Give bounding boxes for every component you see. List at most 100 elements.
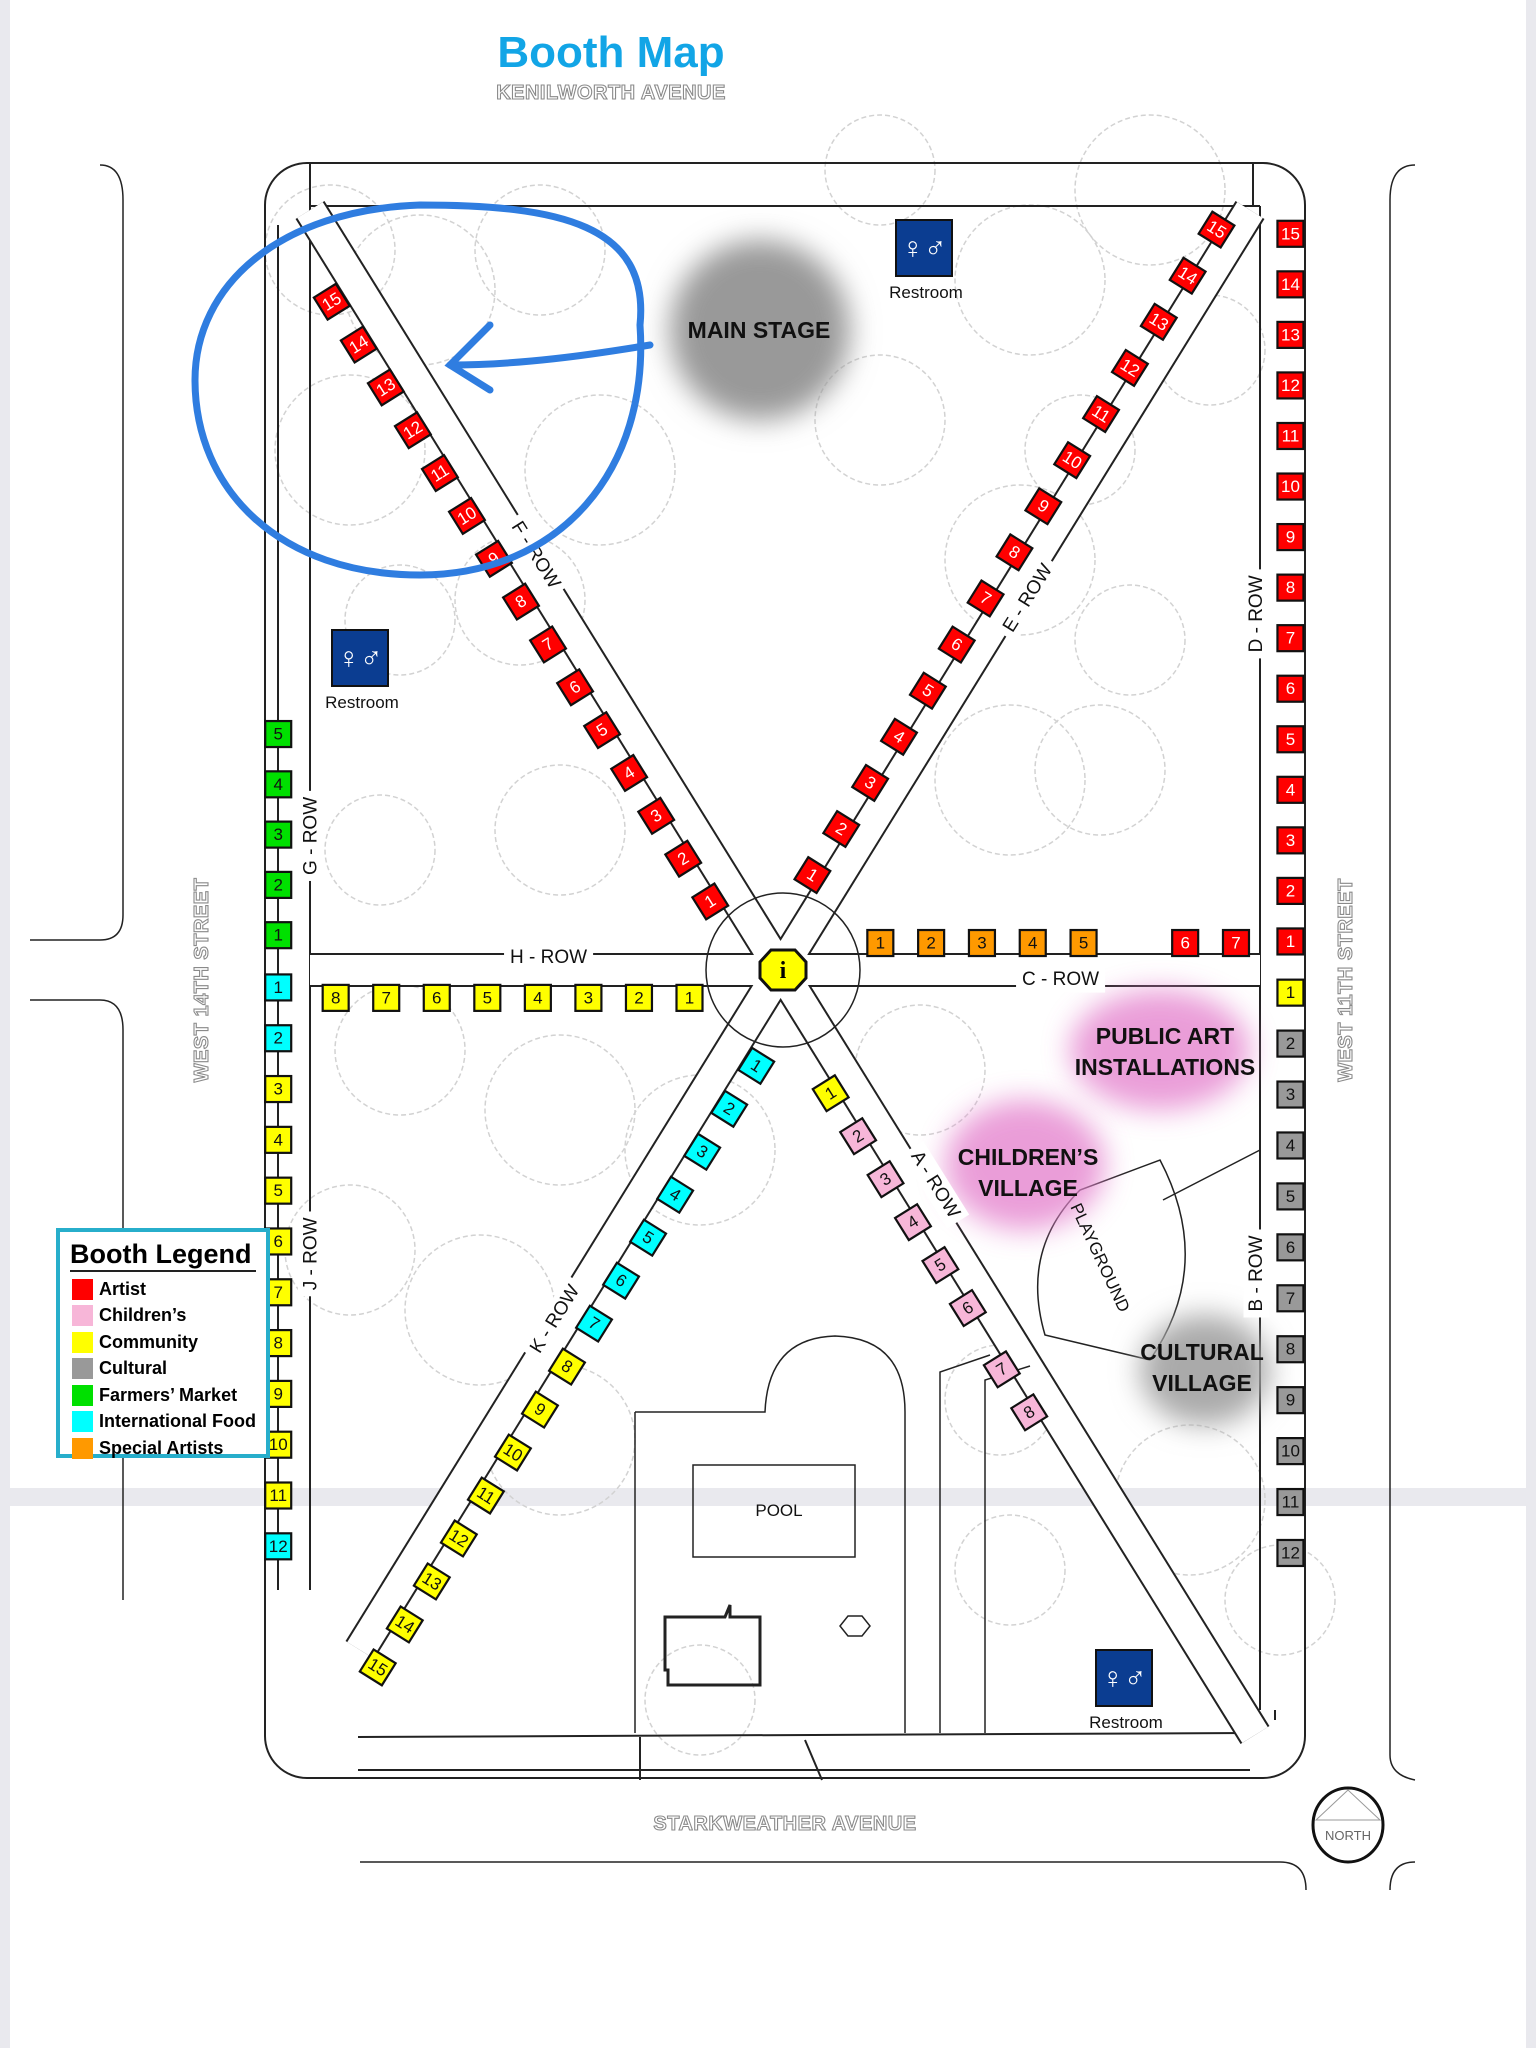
booth-a-2[interactable]: 2: [838, 1116, 878, 1156]
booth-h-6[interactable]: 6: [422, 983, 451, 1012]
booth-b-4[interactable]: 4: [1276, 1131, 1305, 1160]
booth-e-7[interactable]: 7: [966, 579, 1006, 618]
booth-b-9[interactable]: 9: [1276, 1386, 1305, 1415]
booth-e-4[interactable]: 4: [879, 717, 919, 757]
booth-b-7[interactable]: 7: [1276, 1284, 1305, 1313]
booth-a-7[interactable]: 7: [982, 1349, 1022, 1389]
booth-e-12[interactable]: 12: [1110, 348, 1150, 388]
booth-h-3[interactable]: 3: [574, 983, 603, 1012]
booth-h-5[interactable]: 5: [473, 983, 502, 1012]
booth-a-3[interactable]: 3: [866, 1159, 905, 1199]
booth-j-5[interactable]: 5: [264, 1176, 293, 1205]
booth-d-2[interactable]: 2: [1276, 876, 1305, 906]
booth-e-5[interactable]: 5: [908, 671, 948, 711]
booth-d-13[interactable]: 13: [1276, 320, 1305, 349]
booth-d-10[interactable]: 10: [1276, 472, 1305, 501]
booth-g-2[interactable]: 2: [264, 870, 293, 899]
booth-d-14[interactable]: 14: [1276, 270, 1305, 299]
booth-d-12[interactable]: 12: [1276, 371, 1305, 400]
booth-b-12[interactable]: 12: [1276, 1538, 1305, 1568]
booth-f-8[interactable]: 8: [501, 582, 541, 622]
booth-c-1[interactable]: 1: [866, 928, 895, 958]
booth-k-7[interactable]: 7: [574, 1304, 614, 1344]
booth-a-5[interactable]: 5: [920, 1245, 960, 1285]
booth-e-15[interactable]: 15: [1197, 210, 1236, 250]
booth-b-11[interactable]: 11: [1276, 1487, 1305, 1517]
booth-g-3[interactable]: 3: [264, 820, 293, 849]
booth-h-7[interactable]: 7: [372, 983, 401, 1012]
booth-e-3[interactable]: 3: [850, 763, 890, 803]
booth-j-12[interactable]: 12: [264, 1532, 293, 1561]
booth-a-1[interactable]: 1: [811, 1073, 851, 1113]
booth-b-8[interactable]: 8: [1276, 1335, 1305, 1364]
booth-j-2[interactable]: 2: [264, 1024, 293, 1053]
booth-e-9[interactable]: 9: [1023, 486, 1063, 526]
booth-a-6[interactable]: 6: [948, 1288, 988, 1328]
booth-f-2[interactable]: 2: [663, 839, 703, 879]
booth-k-15[interactable]: 15: [358, 1647, 398, 1687]
booth-k-4[interactable]: 4: [655, 1175, 695, 1215]
booth-k-8[interactable]: 8: [547, 1347, 587, 1387]
booth-e-11[interactable]: 11: [1081, 394, 1121, 434]
booth-k-5[interactable]: 5: [628, 1218, 668, 1258]
booth-k-10[interactable]: 10: [493, 1433, 533, 1472]
booth-f-14[interactable]: 14: [339, 325, 379, 364]
booth-d-1[interactable]: 1: [1276, 927, 1305, 956]
booth-a-8[interactable]: 8: [1009, 1392, 1049, 1432]
booth-e-10[interactable]: 10: [1052, 440, 1092, 480]
booth-b-5[interactable]: 5: [1276, 1182, 1305, 1211]
booth-c-4[interactable]: 4: [1018, 928, 1047, 958]
booth-e-14[interactable]: 14: [1168, 256, 1208, 296]
booth-e-2[interactable]: 2: [821, 809, 861, 849]
info-icon[interactable]: i: [758, 948, 808, 992]
booth-g-4[interactable]: 4: [264, 770, 293, 799]
booth-k-2[interactable]: 2: [709, 1089, 749, 1129]
booth-d-5[interactable]: 5: [1276, 725, 1305, 754]
booth-k-13[interactable]: 13: [412, 1562, 452, 1601]
booth-f-11[interactable]: 11: [420, 453, 460, 493]
booth-j-3[interactable]: 3: [264, 1074, 293, 1104]
booth-b-2[interactable]: 2: [1276, 1029, 1305, 1058]
booth-f-10[interactable]: 10: [447, 496, 487, 536]
booth-e-8[interactable]: 8: [995, 532, 1034, 572]
booth-c-7[interactable]: 7: [1221, 928, 1251, 958]
booth-j-11[interactable]: 11: [264, 1481, 293, 1510]
booth-k-9[interactable]: 9: [520, 1390, 560, 1429]
booth-k-6[interactable]: 6: [601, 1261, 641, 1301]
booth-h-2[interactable]: 2: [624, 983, 654, 1012]
booth-b-10[interactable]: 10: [1276, 1437, 1305, 1466]
booth-f-3[interactable]: 3: [636, 796, 676, 836]
booth-k-1[interactable]: 1: [736, 1046, 776, 1086]
booth-b-1[interactable]: 1: [1276, 978, 1305, 1007]
booth-f-7[interactable]: 7: [528, 625, 568, 664]
booth-g-5[interactable]: 5: [264, 719, 293, 749]
booth-d-3[interactable]: 3: [1276, 826, 1305, 855]
booth-g-1[interactable]: 1: [264, 921, 293, 950]
booth-j-4[interactable]: 4: [264, 1125, 293, 1154]
booth-c-2[interactable]: 2: [917, 928, 946, 958]
booth-c-6[interactable]: 6: [1171, 928, 1200, 958]
booth-e-6[interactable]: 6: [937, 625, 977, 665]
booth-k-14[interactable]: 14: [385, 1604, 425, 1644]
booth-e-1[interactable]: 1: [792, 855, 832, 895]
booth-d-4[interactable]: 4: [1276, 775, 1305, 804]
booth-f-13[interactable]: 13: [366, 367, 406, 407]
booth-b-3[interactable]: 3: [1276, 1080, 1305, 1109]
booth-b-6[interactable]: 6: [1276, 1233, 1305, 1262]
booth-f-6[interactable]: 6: [555, 667, 595, 707]
booth-h-8[interactable]: 8: [321, 983, 350, 1012]
booth-k-11[interactable]: 11: [466, 1476, 506, 1515]
booth-j-1[interactable]: 1: [264, 973, 293, 1002]
booth-c-5[interactable]: 5: [1069, 928, 1098, 958]
booth-d-15[interactable]: 15: [1276, 219, 1305, 248]
booth-e-13[interactable]: 13: [1139, 302, 1179, 342]
booth-f-1[interactable]: 1: [690, 882, 730, 921]
booth-c-3[interactable]: 3: [967, 928, 997, 958]
booth-d-11[interactable]: 11: [1276, 421, 1305, 451]
booth-d-9[interactable]: 9: [1276, 522, 1305, 552]
booth-a-4[interactable]: 4: [893, 1202, 933, 1242]
booth-h-4[interactable]: 4: [523, 983, 552, 1012]
booth-f-4[interactable]: 4: [609, 753, 649, 793]
booth-k-3[interactable]: 3: [682, 1132, 722, 1172]
booth-d-7[interactable]: 7: [1276, 624, 1305, 653]
